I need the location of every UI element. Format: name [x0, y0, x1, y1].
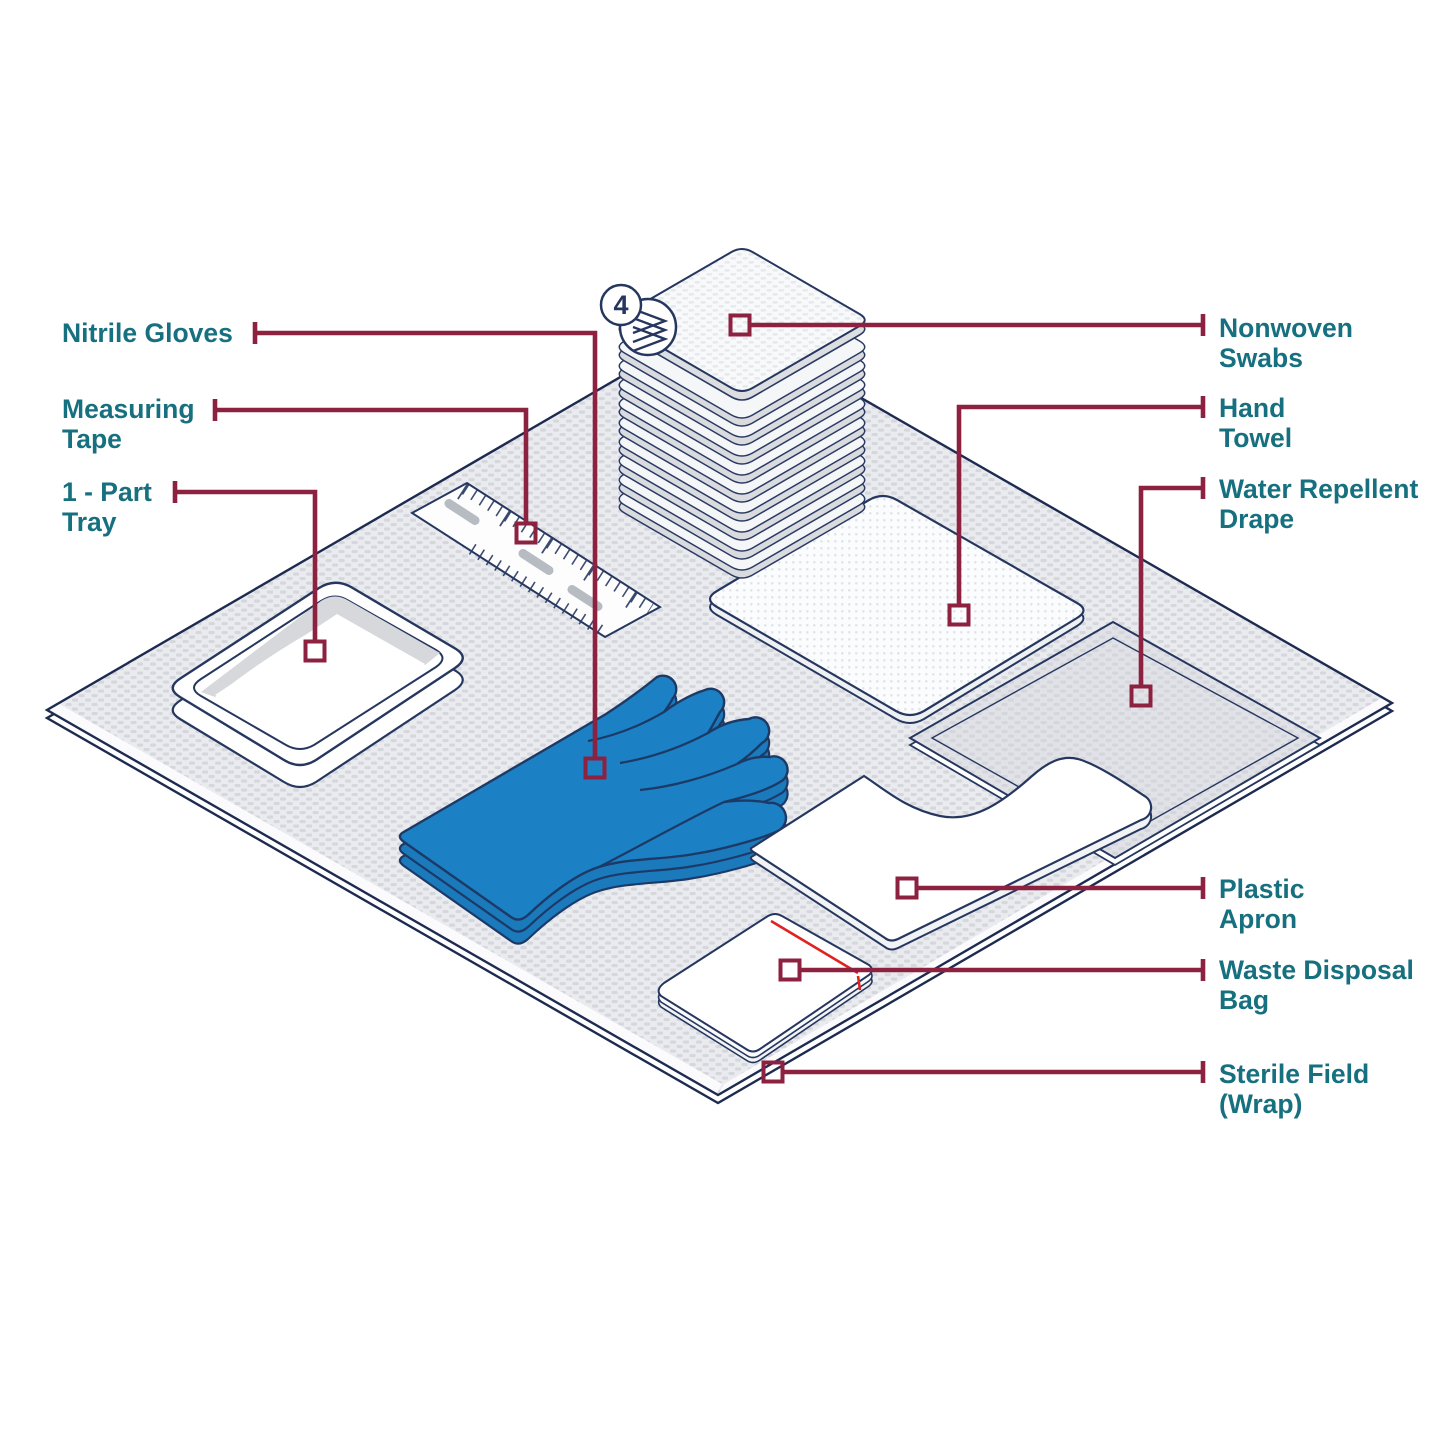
- label-line: Swabs: [1219, 343, 1303, 373]
- label-sterile-field-wrap: Sterile Field(Wrap): [1219, 1059, 1369, 1119]
- marker-sterile-field-wrap: [761, 1060, 785, 1084]
- label-line: (Wrap): [1219, 1089, 1303, 1119]
- swab-count-badge: 4: [599, 283, 678, 357]
- leader-nitrile-gloves: [255, 330, 598, 757]
- swab-count: 4: [613, 290, 628, 320]
- nonwoven-swabs: 4: [599, 248, 866, 579]
- waste-disposal-bag: [657, 913, 873, 1064]
- label-line: Bag: [1219, 985, 1270, 1015]
- leader-water-repellent-drape: [1138, 485, 1203, 686]
- label-line: Tray: [62, 507, 117, 537]
- label-line: Hand: [1219, 393, 1286, 423]
- label-line: Nonwoven: [1219, 313, 1353, 343]
- label-line: 1 - Part: [62, 477, 152, 507]
- bag-seal-stripe: [770, 919, 862, 991]
- label-line: Measuring: [62, 394, 195, 424]
- leader-lines: [172, 313, 1206, 1084]
- marker-nonwoven-swabs: [728, 313, 752, 337]
- label-line: Plastic: [1219, 874, 1305, 904]
- label-line: Nitrile Gloves: [62, 318, 233, 348]
- marker-plastic-apron: [895, 876, 919, 900]
- leader-measuring-tape: [215, 407, 529, 522]
- leader-hand-towel: [956, 404, 1203, 605]
- marker-measuring-tape: [514, 521, 538, 545]
- marker-water-repellent-drape: [1129, 684, 1153, 708]
- label-line: Towel: [1219, 423, 1293, 453]
- hand-towel: [708, 494, 1085, 724]
- label-line: Drape: [1219, 504, 1295, 534]
- marker-waste-disposal-bag: [778, 958, 802, 982]
- marker-nitrile-gloves: [583, 756, 607, 780]
- marker-hand-towel: [947, 603, 971, 627]
- label-line: Apron: [1219, 904, 1298, 934]
- leader-one-part-tray: [175, 489, 318, 640]
- label-line: Water Repellent: [1219, 474, 1419, 504]
- nitrile-gloves: [398, 674, 789, 945]
- water-repellent-drape: [908, 620, 1323, 867]
- marker-one-part-tray: [303, 639, 327, 663]
- label-line: Waste Disposal: [1219, 955, 1414, 985]
- one-part-tray: [171, 581, 464, 789]
- label-line: Sterile Field: [1219, 1059, 1370, 1089]
- label-nitrile-gloves: Nitrile Gloves: [62, 318, 233, 348]
- label-line: Tape: [62, 424, 122, 454]
